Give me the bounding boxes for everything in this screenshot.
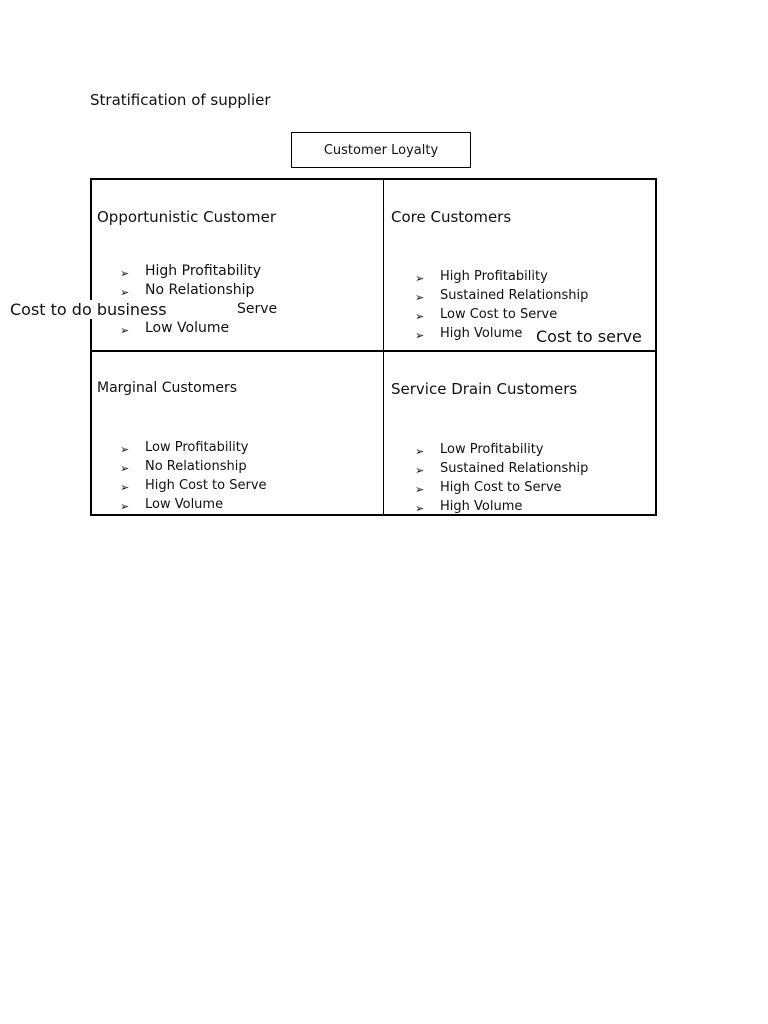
quadrant-title: Opportunistic Customer <box>97 208 276 226</box>
quadrant-title: Core Customers <box>391 208 512 226</box>
axis-left-label: Cost to do business <box>10 300 171 319</box>
axis-top-label: Customer Loyalty <box>323 142 439 158</box>
customer-loyalty-box: Customer Loyalty <box>291 132 471 168</box>
list-item: High Volume <box>415 497 588 514</box>
list-item: Sustained Relationship <box>415 286 588 307</box>
list-item: High Profitability <box>415 267 588 288</box>
list-item: No Relationship <box>120 281 277 302</box>
list-item: High Cost to Serve <box>120 476 267 497</box>
list-item: High Volume <box>415 324 588 345</box>
divider <box>90 350 657 352</box>
list-item: Low Profitability <box>120 438 267 459</box>
list-item: Low Profitability <box>415 440 588 461</box>
page-title: Stratification of supplier <box>90 91 271 109</box>
list-item: High Profitability <box>120 262 277 283</box>
list-item: Low Cost to Serve <box>415 305 588 326</box>
quadrant-title: Service Drain Customers <box>391 380 578 398</box>
axis-right-label: Cost to serve <box>532 326 646 348</box>
quadrant-marginal: Marginal Customers Low Profitability No … <box>92 352 383 514</box>
quadrant-grid <box>90 178 657 516</box>
quadrant-title: Marginal Customers <box>97 380 238 396</box>
divider <box>383 178 384 516</box>
list-item: Sustained Relationship <box>415 459 588 480</box>
quadrant-core: Core Customers High Profitability Sustai… <box>384 180 655 350</box>
list-item: Low Volume <box>120 495 267 514</box>
list-item: High Cost to Serve <box>415 478 588 499</box>
quadrant-opportunistic: Opportunistic Customer High Profitabilit… <box>92 180 383 350</box>
list-item: No Relationship <box>120 457 267 478</box>
list-item: Low Volume <box>120 319 277 340</box>
quadrant-service-drain: Service Drain Customers Low Profitabilit… <box>384 352 655 514</box>
